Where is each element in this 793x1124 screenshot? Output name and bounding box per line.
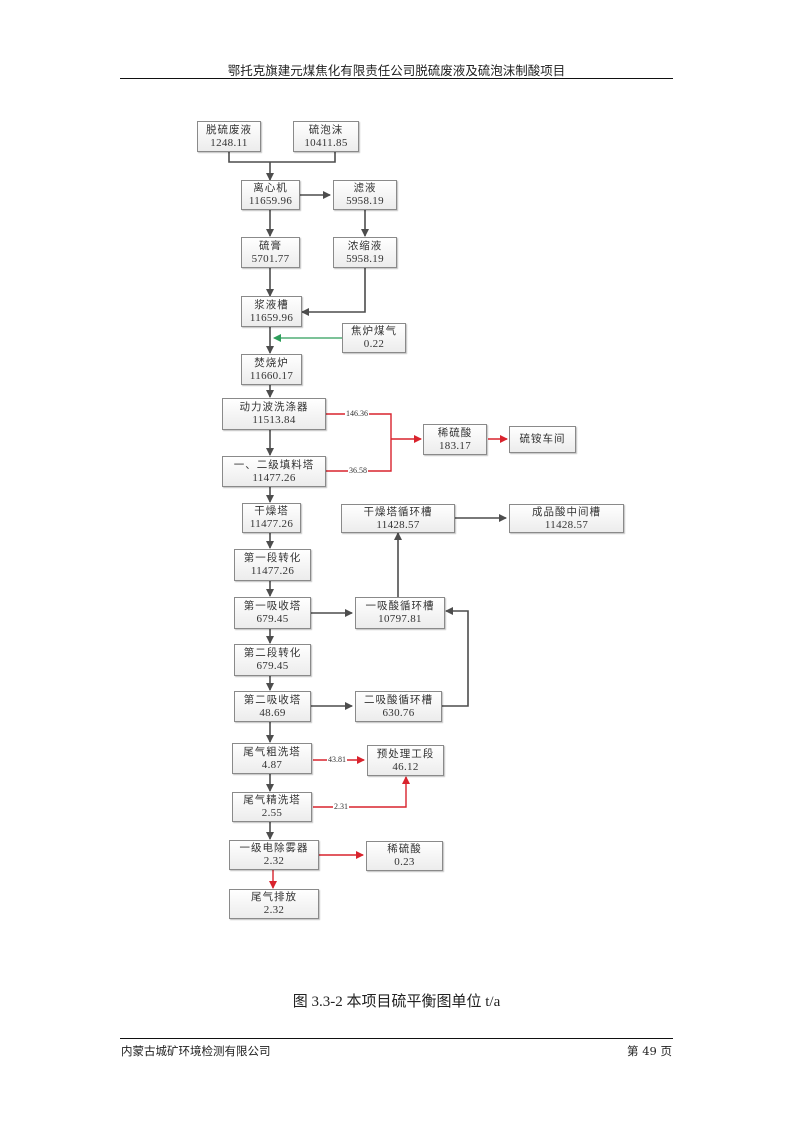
node-dier-xishouta: 第二吸收塔 48.69 — [234, 691, 311, 722]
node-ganzaota: 干燥塔 11477.26 — [242, 503, 301, 533]
node-xiliusuan-2: 稀硫酸 0.23 — [366, 841, 443, 871]
node-value: 0.23 — [394, 856, 415, 868]
node-weiqi-cuxita: 尾气粗洗塔 4.87 — [232, 743, 312, 774]
node-name: 二吸酸循环槽 — [364, 693, 433, 706]
node-value: 5958.19 — [346, 252, 384, 265]
node-name: 干燥塔循环槽 — [363, 505, 433, 518]
node-name: 硫泡沫 — [308, 123, 344, 136]
node-yixi-suanxunhuancao: 一吸酸循环槽 10797.81 — [355, 597, 445, 629]
node-liugao: 硫膏 5701.77 — [241, 237, 300, 268]
node-name: 第一段转化 — [243, 552, 302, 564]
node-name: 稀硫酸 — [387, 843, 422, 855]
node-name: 第二吸收塔 — [243, 693, 302, 706]
node-value: 10411.85 — [304, 136, 348, 149]
node-weiqi-paifang: 尾气排放 2.32 — [229, 889, 319, 919]
node-value: 11477.26 — [249, 518, 294, 530]
node-name: 焚烧炉 — [254, 356, 289, 369]
node-value: 2.32 — [263, 904, 285, 916]
node-name: 硫膏 — [259, 239, 282, 252]
edge-feed-merge — [228, 152, 336, 163]
node-xiliusuan-1: 稀硫酸 183.17 — [423, 424, 487, 455]
node-value: 11428.57 — [544, 518, 589, 531]
node-name: 浆液槽 — [254, 298, 289, 311]
edge-label-dongli-xiliusuan: 146.36 — [345, 409, 369, 418]
edge-label-cuxi-yuchuli: 43.81 — [327, 755, 347, 764]
node-ganzaota-xunhuancao: 干燥塔循环槽 11428.57 — [341, 504, 455, 533]
header-rule — [120, 78, 673, 79]
node-dongli-boxidiqi: 动力波洗涤器 11513.84 — [222, 398, 326, 430]
node-value: 0.22 — [363, 338, 385, 350]
node-value: 679.45 — [256, 660, 289, 672]
node-jiangyecao: 浆液槽 11659.96 — [241, 296, 302, 327]
node-diyiduan-zhuanhua: 第一段转化 11477.26 — [234, 549, 311, 581]
node-value: 183.17 — [438, 439, 472, 452]
node-name: 尾气粗洗塔 — [243, 745, 301, 758]
footer-rule — [120, 1038, 673, 1039]
node-liuan-chejian: 硫铵车间 — [509, 426, 576, 453]
node-value: 48.69 — [259, 706, 286, 719]
edge-erxi-yixi — [442, 607, 469, 707]
node-value: 1248.11 — [210, 136, 248, 149]
node-liu-paomo: 硫泡沫 10411.85 — [293, 121, 359, 152]
node-value: 10797.81 — [378, 613, 422, 625]
node-name: 离心机 — [253, 182, 288, 194]
node-name: 脱硫废液 — [206, 123, 252, 136]
node-diyi-xishouta: 第一吸收塔 679.45 — [234, 597, 311, 629]
edge-tianliao-xiliusuan — [326, 439, 392, 472]
node-value: 4.87 — [261, 758, 283, 771]
node-value: 5701.77 — [251, 252, 290, 265]
node-yuchuli-gongduan: 预处理工段 46.12 — [367, 745, 444, 776]
node-value: 11477.26 — [250, 565, 295, 577]
node-lixinji: 离心机 11659.96 — [241, 180, 300, 210]
node-value: 11513.84 — [252, 414, 296, 426]
node-name: 一吸酸循环槽 — [365, 600, 435, 612]
edge-label-tianliao-xiliusuan: 36.58 — [348, 466, 368, 475]
node-name: 尾气排放 — [251, 891, 297, 903]
node-name: 第二段转化 — [243, 647, 302, 659]
node-name: 滤液 — [353, 182, 377, 194]
edge-jingxi-yuchuli — [313, 776, 410, 808]
node-value: 11660.17 — [249, 369, 294, 382]
node-weiqi-jingxita: 尾气精洗塔 2.55 — [232, 792, 312, 822]
node-value: 11428.57 — [376, 518, 420, 531]
node-tianliaota: 一、二级填料塔 11477.26 — [222, 456, 326, 487]
node-name: 硫铵车间 — [519, 433, 566, 445]
edge-nongsuo-jiangye — [301, 268, 366, 316]
node-value: 11477.26 — [252, 471, 296, 484]
node-value: 679.45 — [256, 613, 289, 625]
page-header-title: 鄂托克旗建元煤焦化有限责任公司脱硫废液及硫泡沫制酸项目 — [227, 63, 566, 78]
node-value: 2.32 — [263, 855, 285, 867]
node-chengpinsuan-zhongjiancao: 成品酸中间槽 11428.57 — [509, 504, 624, 533]
node-tuoliu-feiye: 脱硫废液 1248.11 — [197, 121, 261, 152]
node-name: 浓缩液 — [347, 239, 383, 252]
node-value: 11659.96 — [248, 195, 293, 207]
node-name: 一、二级填料塔 — [233, 458, 315, 471]
node-fenshaolu: 焚烧炉 11660.17 — [241, 354, 302, 385]
node-erxi-suanxunhuancao: 二吸酸循环槽 630.76 — [355, 691, 442, 722]
node-name: 一级电除雾器 — [239, 842, 309, 854]
node-value: 5958.19 — [346, 195, 384, 207]
node-jiaolu-meiqi: 焦炉煤气 0.22 — [342, 323, 406, 353]
node-value: 2.55 — [261, 807, 283, 819]
node-name: 焦炉煤气 — [351, 325, 397, 337]
node-value: 11659.96 — [249, 311, 294, 324]
node-name: 稀硫酸 — [437, 426, 473, 439]
node-nongsuoye: 浓缩液 5958.19 — [333, 237, 397, 268]
node-name: 干燥塔 — [254, 505, 289, 517]
node-name: 成品酸中间槽 — [532, 505, 601, 518]
node-name: 动力波洗涤器 — [239, 401, 309, 413]
edge-label-jingxi-yuchuli: 2.31 — [333, 802, 349, 811]
node-dierduan-zhuanhua: 第二段转化 679.45 — [234, 644, 311, 676]
node-lvye: 滤液 5958.19 — [333, 180, 397, 210]
node-value: 46.12 — [392, 760, 419, 773]
node-yiji-dianchuwuqi: 一级电除雾器 2.32 — [229, 840, 319, 870]
node-name: 预处理工段 — [376, 747, 435, 760]
node-name: 第一吸收塔 — [243, 600, 302, 612]
node-value: 630.76 — [382, 706, 415, 719]
footer-company: 内蒙古城矿环境检测有限公司 — [121, 1044, 271, 1058]
footer-page-number: 第 49 页 — [627, 1044, 672, 1058]
figure-caption: 图 3.3-2 本项目硫平衡图单位 t/a — [292, 994, 501, 1010]
node-name: 尾气精洗塔 — [243, 794, 301, 806]
